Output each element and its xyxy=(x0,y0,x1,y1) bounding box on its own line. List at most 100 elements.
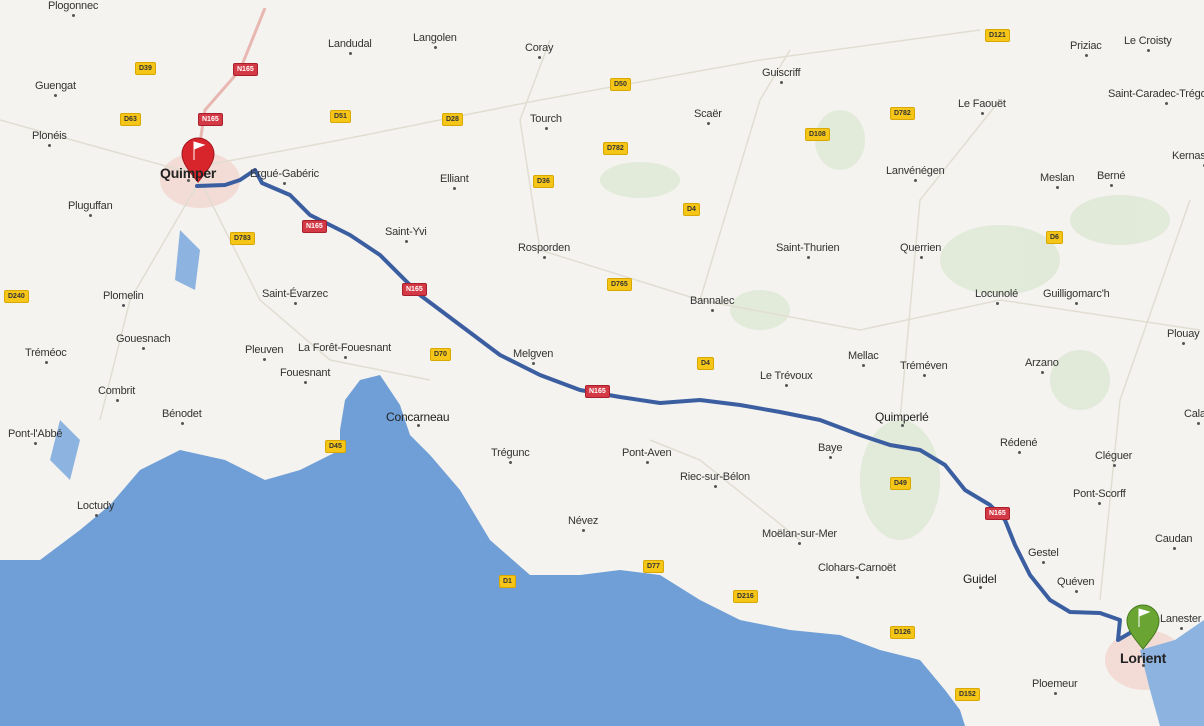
place-label: Priziac xyxy=(1070,40,1102,57)
place-label: Gouesnach xyxy=(116,333,171,350)
place-label: Combrit xyxy=(98,385,135,402)
place-label: Plogonnec xyxy=(48,0,98,17)
road-label: D51 xyxy=(330,110,351,123)
place-dot xyxy=(187,179,191,182)
place-dot xyxy=(1112,464,1116,467)
place-label: Clohars-Carnoët xyxy=(818,562,896,579)
place-dot xyxy=(914,179,918,182)
place-label: Pont-l'Abbé xyxy=(8,428,63,445)
place-dot xyxy=(1074,590,1078,593)
place-label: Pleuven xyxy=(245,344,284,361)
place-label: Moëlan-sur-Mer xyxy=(762,528,837,545)
place-label: Pluguffan xyxy=(68,200,113,217)
minor-roads xyxy=(0,29,1201,601)
place-dot xyxy=(798,542,802,545)
place-dot xyxy=(44,361,48,364)
place-label: Tourch xyxy=(530,113,562,130)
road-label: D108 xyxy=(805,128,830,141)
place-label: Ploemeur xyxy=(1032,678,1078,695)
place-dot xyxy=(862,364,866,367)
place-dot xyxy=(48,144,52,147)
place-dot xyxy=(806,256,810,259)
place-label: Le Trévoux xyxy=(760,370,813,387)
place-dot xyxy=(711,309,715,312)
sea xyxy=(0,375,965,726)
place-label: Bénodet xyxy=(162,408,202,425)
place-label: Concarneau xyxy=(386,410,450,427)
start-flag-icon[interactable] xyxy=(181,137,215,183)
end-flag-icon[interactable] xyxy=(1126,604,1160,650)
place-dot xyxy=(1196,422,1200,425)
place-label: Guidel xyxy=(963,572,997,589)
place-label: Caudan xyxy=(1155,533,1193,550)
road-label: D216 xyxy=(733,590,758,603)
place-dot xyxy=(1142,664,1146,667)
place-dot xyxy=(1042,561,1046,564)
place-dot xyxy=(1053,692,1057,695)
place-dot xyxy=(1098,502,1102,505)
place-dot xyxy=(404,240,408,243)
place-dot xyxy=(785,384,789,387)
road-label: D782 xyxy=(603,142,628,155)
place-label: Saint-Thurien xyxy=(776,242,840,259)
place-dot xyxy=(509,461,513,464)
place-label: Mellac xyxy=(848,350,879,367)
place-dot xyxy=(1040,371,1044,374)
place-label: Kernascléden xyxy=(1172,150,1204,167)
place-label: Baye xyxy=(818,442,842,459)
place-label: Lanester xyxy=(1160,613,1201,630)
road-label: N165 xyxy=(585,385,610,398)
place-label: Rosporden xyxy=(518,242,570,259)
place-label: Névez xyxy=(568,515,598,532)
place-dot xyxy=(919,256,923,259)
place-dot xyxy=(713,485,717,488)
road-label: D783 xyxy=(230,232,255,245)
place-dot xyxy=(1075,302,1079,305)
road-label: D28 xyxy=(442,113,463,126)
place-dot xyxy=(1146,49,1150,52)
road-label: D1 xyxy=(499,575,516,588)
place-dot xyxy=(543,256,546,259)
road-label: N165 xyxy=(402,283,427,296)
place-dot xyxy=(706,122,710,125)
place-label: Rédené xyxy=(1000,437,1038,454)
place-dot xyxy=(304,381,308,384)
road-label: D782 xyxy=(890,107,915,120)
road-label: D39 xyxy=(135,62,156,75)
place-label: Pont-Aven xyxy=(622,447,672,464)
place-label: Calan xyxy=(1184,408,1204,425)
place-label: La Forêt-Fouesnant xyxy=(298,342,391,359)
place-dot xyxy=(1017,451,1021,454)
road-label: D6 xyxy=(1046,231,1063,244)
place-label: Riec-sur-Bélon xyxy=(680,471,750,488)
place-dot xyxy=(142,347,146,350)
inland-waters xyxy=(50,230,1204,726)
road-label: D765 xyxy=(607,278,632,291)
road-label: D50 xyxy=(610,78,631,91)
road-label: D70 xyxy=(430,348,451,361)
place-dot xyxy=(180,422,184,425)
place-label: Lanvénégen xyxy=(886,165,945,182)
place-dot xyxy=(1182,342,1186,345)
place-label: Meslan xyxy=(1040,172,1074,189)
road-label: D126 xyxy=(890,626,915,639)
place-label: Coray xyxy=(525,42,554,59)
place-label: Guengat xyxy=(35,80,76,97)
place-label: Saint-Yvi xyxy=(385,226,427,243)
road-label: D45 xyxy=(325,440,346,453)
place-label: Plonéis xyxy=(32,130,67,147)
place-label: Saint-Évarzec xyxy=(262,288,328,305)
place-dot xyxy=(34,442,38,445)
place-label: Loctudy xyxy=(77,500,114,517)
place-label: Gestel xyxy=(1028,547,1059,564)
road-label: N165 xyxy=(198,113,223,126)
place-label: Fouesnant xyxy=(280,367,330,384)
place-dot xyxy=(780,81,784,84)
place-dot xyxy=(532,362,536,365)
place-dot xyxy=(54,94,58,97)
place-dot xyxy=(922,374,926,377)
place-dot xyxy=(1164,102,1168,105)
place-label: Elliant xyxy=(440,173,469,190)
route-line xyxy=(195,168,1137,642)
